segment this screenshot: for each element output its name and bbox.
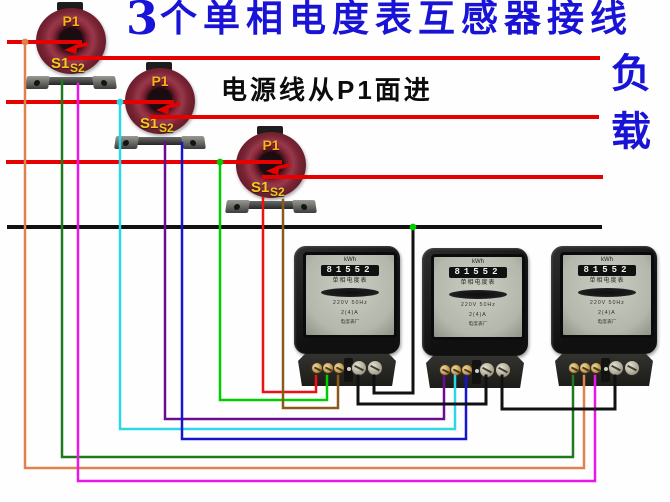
- kwh-label: kWh: [344, 257, 356, 263]
- load-char-2: 载: [611, 110, 651, 154]
- current-direction-arrow-3: [266, 163, 291, 175]
- load-char-1: 负: [611, 52, 651, 96]
- junction-dot-4: [409, 223, 417, 231]
- current-direction-arrow-2: [156, 102, 181, 114]
- meter-maker-label: 电度表厂: [597, 319, 617, 325]
- current-transformer-3: P1 S1 S2: [225, 124, 317, 220]
- load-label: 负 载: [611, 52, 651, 154]
- meter-spec-current: 2(4)A: [598, 310, 616, 316]
- wire-ct1-s1-darkgreen: [60, 78, 575, 459]
- meter-register: 81552: [578, 265, 636, 276]
- current-direction-arrow-1: [64, 42, 89, 54]
- kwh-label: kWh: [601, 257, 613, 263]
- kwh-label: kWh: [472, 259, 484, 265]
- meter-spec-current: 2(4)A: [469, 312, 487, 318]
- ct-s2-label: S2: [159, 121, 174, 135]
- subtitle: 电源线从P1面进: [221, 75, 433, 105]
- junction-dot-1: [21, 38, 29, 46]
- meter-type-label: 单相电度表: [460, 280, 496, 286]
- meter-spec-current: 2(4)A: [341, 310, 359, 316]
- wire-ct3-s2-brown: [281, 198, 340, 410]
- junction-dot-3: [216, 158, 224, 166]
- wire-neutral-drop-meter1: [372, 225, 415, 395]
- terminal-cover-screw: [601, 358, 610, 382]
- wire-ct3-s1-red: [261, 196, 318, 394]
- meter-disc: [449, 290, 507, 299]
- page-title: 3 个单相电度表互感器接线: [126, 0, 633, 42]
- wire-voltage-phase2-cyan: [118, 100, 457, 431]
- meter-disc: [578, 288, 636, 297]
- wire-voltage-phase3-green: [218, 160, 329, 402]
- meter-maker-label: 电度表厂: [340, 319, 360, 325]
- ct-p1-label: P1: [151, 73, 169, 89]
- meter-spec-voltage: 220V 50Hz: [460, 302, 496, 308]
- ct-s2-label: S2: [70, 61, 85, 75]
- meter-register: 81552: [449, 267, 507, 278]
- energy-meter-2: kWh 81552 单相电度表 220V 50Hz 2(4)A 电度表厂: [422, 248, 528, 388]
- ct-mounting-bracket: [225, 200, 317, 214]
- wire-ct1-s2-magenta: [76, 82, 597, 483]
- energy-meter-1: kWh 81552 单相电度表 220V 50Hz 2(4)A 电度表厂: [294, 246, 400, 386]
- ct-top-terminal: [146, 62, 172, 71]
- meter-body: kWh 81552 单相电度表 220V 50Hz 2(4)A 电度表厂: [294, 246, 400, 354]
- ct-mounting-bracket: [114, 136, 206, 150]
- meter-maker-label: 电度表厂: [468, 321, 488, 327]
- energy-meter-3: kWh 81552 单相电度表 220V 50Hz 2(4)A 电度表厂: [551, 246, 657, 386]
- meter-spec-voltage: 220V 50Hz: [332, 300, 368, 306]
- wire-voltage-phase1-orange: [23, 40, 586, 470]
- junction-dot-2: [116, 98, 124, 106]
- terminal-cover-screw: [472, 360, 481, 384]
- meter-disc: [321, 288, 379, 297]
- meter-body: kWh 81552 单相电度表 220V 50Hz 2(4)A 电度表厂: [551, 246, 657, 354]
- meter-terminal-block: [298, 354, 396, 386]
- ct-s2-label: S2: [270, 185, 285, 199]
- meter-body: kWh 81552 单相电度表 220V 50Hz 2(4)A 电度表厂: [422, 248, 528, 356]
- ct-mounting-bracket: [25, 76, 117, 90]
- meter-face: kWh 81552 单相电度表 220V 50Hz 2(4)A 电度表厂: [303, 252, 397, 338]
- meter-type-label: 单相电度表: [589, 278, 625, 284]
- ct-s1-label: S1: [251, 179, 270, 196]
- ct-p1-label: P1: [62, 13, 80, 29]
- wire-ct2-s2-blue: [180, 141, 468, 441]
- wire-ct2-s1-purple: [163, 140, 446, 421]
- ct-s1-label: S1: [140, 115, 159, 132]
- ct-top-terminal: [257, 126, 283, 135]
- wire-neutral-link-m2-m3: [500, 374, 617, 411]
- title-text: 个单相电度表互感器接线: [160, 0, 634, 39]
- ct-top-terminal: [57, 2, 83, 11]
- meter-type-label: 单相电度表: [332, 278, 368, 284]
- terminal-screw-5: [624, 360, 640, 376]
- ct-p1-label: P1: [262, 137, 280, 153]
- meter-face: kWh 81552 单相电度表 220V 50Hz 2(4)A 电度表厂: [560, 252, 654, 338]
- wire-neutral-link-m1-m2: [356, 374, 488, 406]
- terminal-cover-screw: [344, 358, 353, 382]
- meter-spec-voltage: 220V 50Hz: [589, 300, 625, 306]
- meter-face: kWh 81552 单相电度表 220V 50Hz 2(4)A 电度表厂: [431, 254, 525, 340]
- ct-core-ring: [236, 132, 306, 198]
- meter-register: 81552: [321, 265, 379, 276]
- title-number: 3: [126, 0, 159, 45]
- ct-s1-label: S1: [51, 55, 70, 72]
